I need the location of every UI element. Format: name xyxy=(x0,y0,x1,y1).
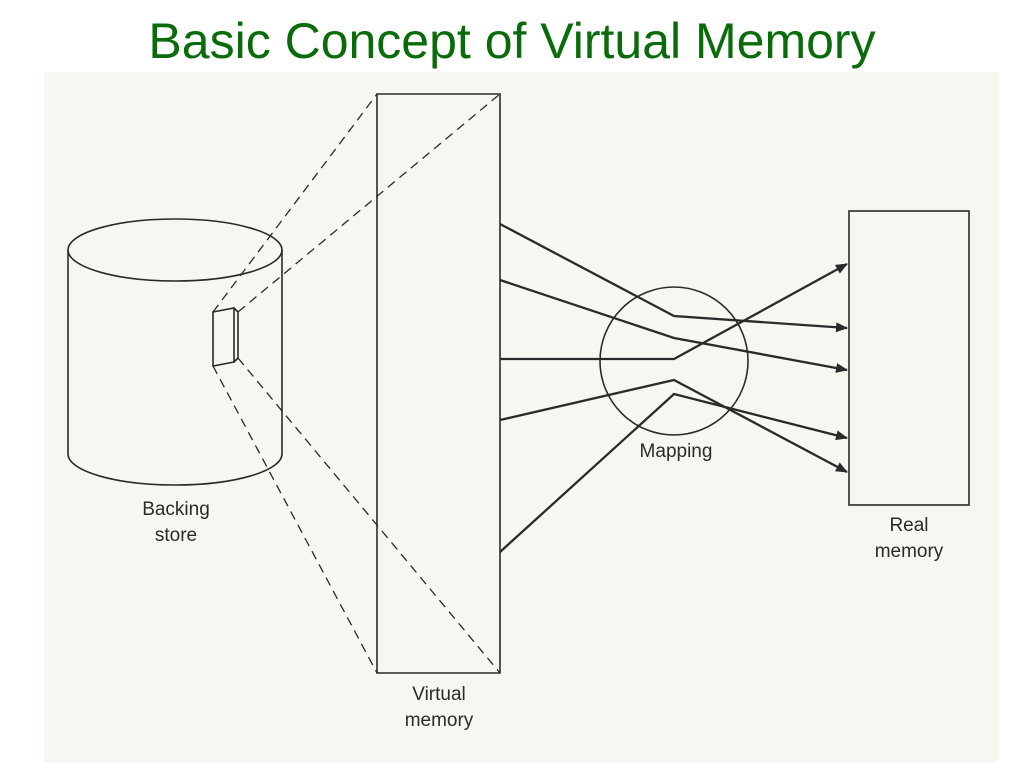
virtual-memory-label-line2: memory xyxy=(405,710,474,731)
projection-dashed-lines xyxy=(212,93,501,674)
mapping-circle xyxy=(599,286,749,436)
mapping-arrow-4 xyxy=(499,378,848,474)
mapping-arrow-5 xyxy=(499,392,848,553)
mapping-arrow-3 xyxy=(500,262,848,361)
scanned-figure-background xyxy=(44,72,998,762)
diagram-labels: Backing store Virtual memory Mapping Rea… xyxy=(142,441,944,731)
mapping-arrow-1 xyxy=(499,222,848,333)
mapping-arrows xyxy=(499,222,848,553)
backing-store-page-block xyxy=(212,307,239,367)
mapping-arrow-2 xyxy=(499,278,848,373)
real-memory-label-line2: memory xyxy=(875,541,944,562)
backing-store-cylinder xyxy=(67,218,283,486)
backing-store-label-line2: store xyxy=(155,525,197,546)
real-memory-label-line1: Real xyxy=(889,515,928,536)
mapping-label: Mapping xyxy=(640,441,713,462)
slide-title: Basic Concept of Virtual Memory xyxy=(148,13,876,69)
backing-store-label-line1: Backing xyxy=(142,499,210,520)
virtual-memory-slab xyxy=(376,93,501,674)
virtual-memory-label-line1: Virtual xyxy=(412,684,466,705)
real-memory-box xyxy=(848,210,970,506)
